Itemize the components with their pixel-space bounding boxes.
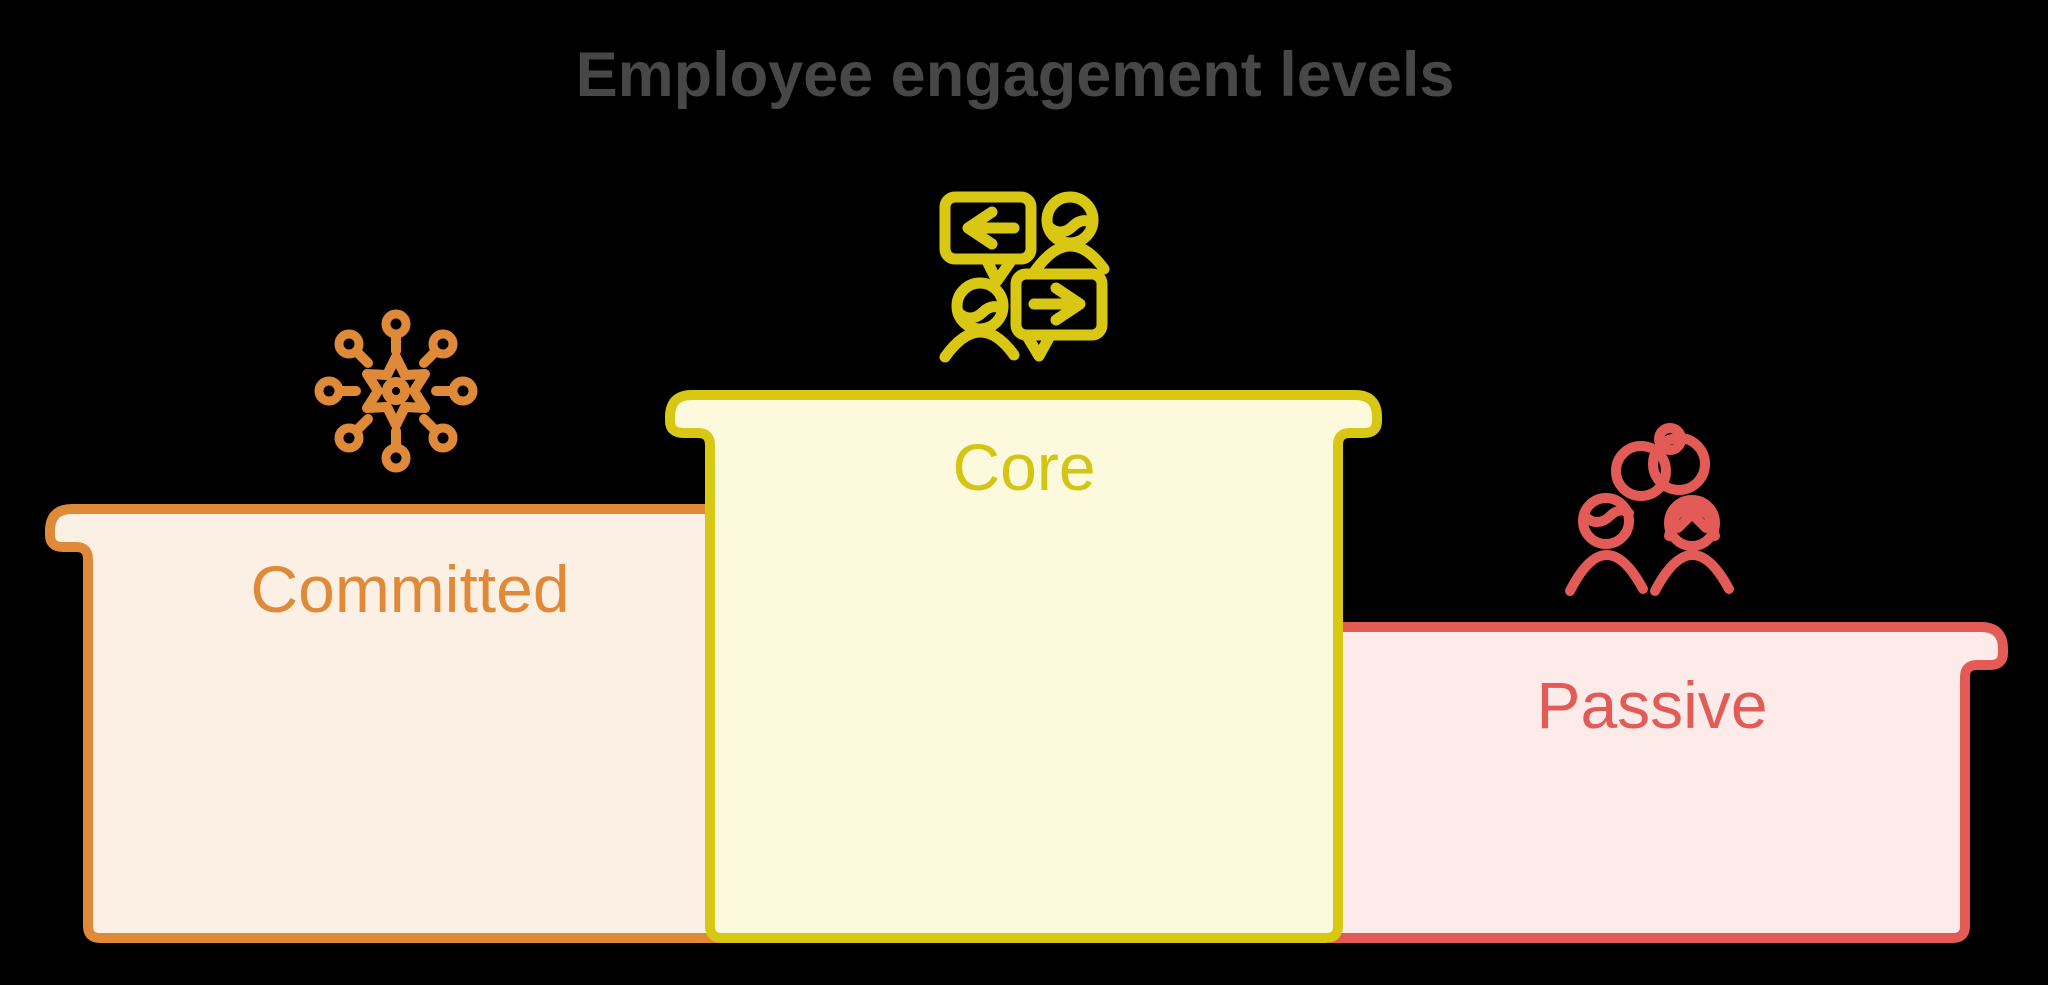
right-arrow-head [1050, 282, 1086, 326]
bar-label-committed: Committed [250, 552, 569, 626]
left-arrow-head [962, 206, 998, 250]
hub-node [381, 443, 411, 473]
man-shoulders [1565, 550, 1648, 596]
conversation-icon [939, 191, 1110, 363]
hub-node [448, 376, 478, 406]
bar-label-passive: Passive [1536, 668, 1767, 742]
bar-committed [45, 504, 730, 943]
speech-bubble-right [1010, 268, 1108, 341]
woman-face-line [1673, 509, 1711, 533]
person-face-line [1042, 215, 1098, 238]
hub-node [334, 329, 364, 359]
hub-star-shape [362, 352, 430, 430]
hub-node [314, 376, 344, 406]
woman-shoulders [1650, 550, 1734, 596]
person-face-line [952, 301, 1008, 324]
page-title: Employee engagement levels [576, 40, 1455, 110]
hub-node [428, 329, 458, 359]
person-shoulders [1029, 240, 1110, 277]
hub-node [428, 423, 458, 453]
link-ring-knob [1654, 423, 1686, 455]
speech-bubble-tail [1021, 330, 1056, 362]
person-shoulders [939, 326, 1020, 363]
bar-label-core: Core [952, 430, 1095, 504]
speech-bubble-tail [981, 255, 1017, 287]
hub-center-dot [382, 377, 410, 405]
network-hub-icon [314, 309, 478, 473]
two-people-link-icon [1565, 423, 1734, 596]
bar-passive [1325, 622, 2008, 943]
hub-node [334, 423, 364, 453]
link-ring-left [1611, 441, 1671, 501]
hub-node [381, 309, 411, 339]
bar-core [665, 390, 1382, 943]
man-face-line [1580, 505, 1634, 527]
